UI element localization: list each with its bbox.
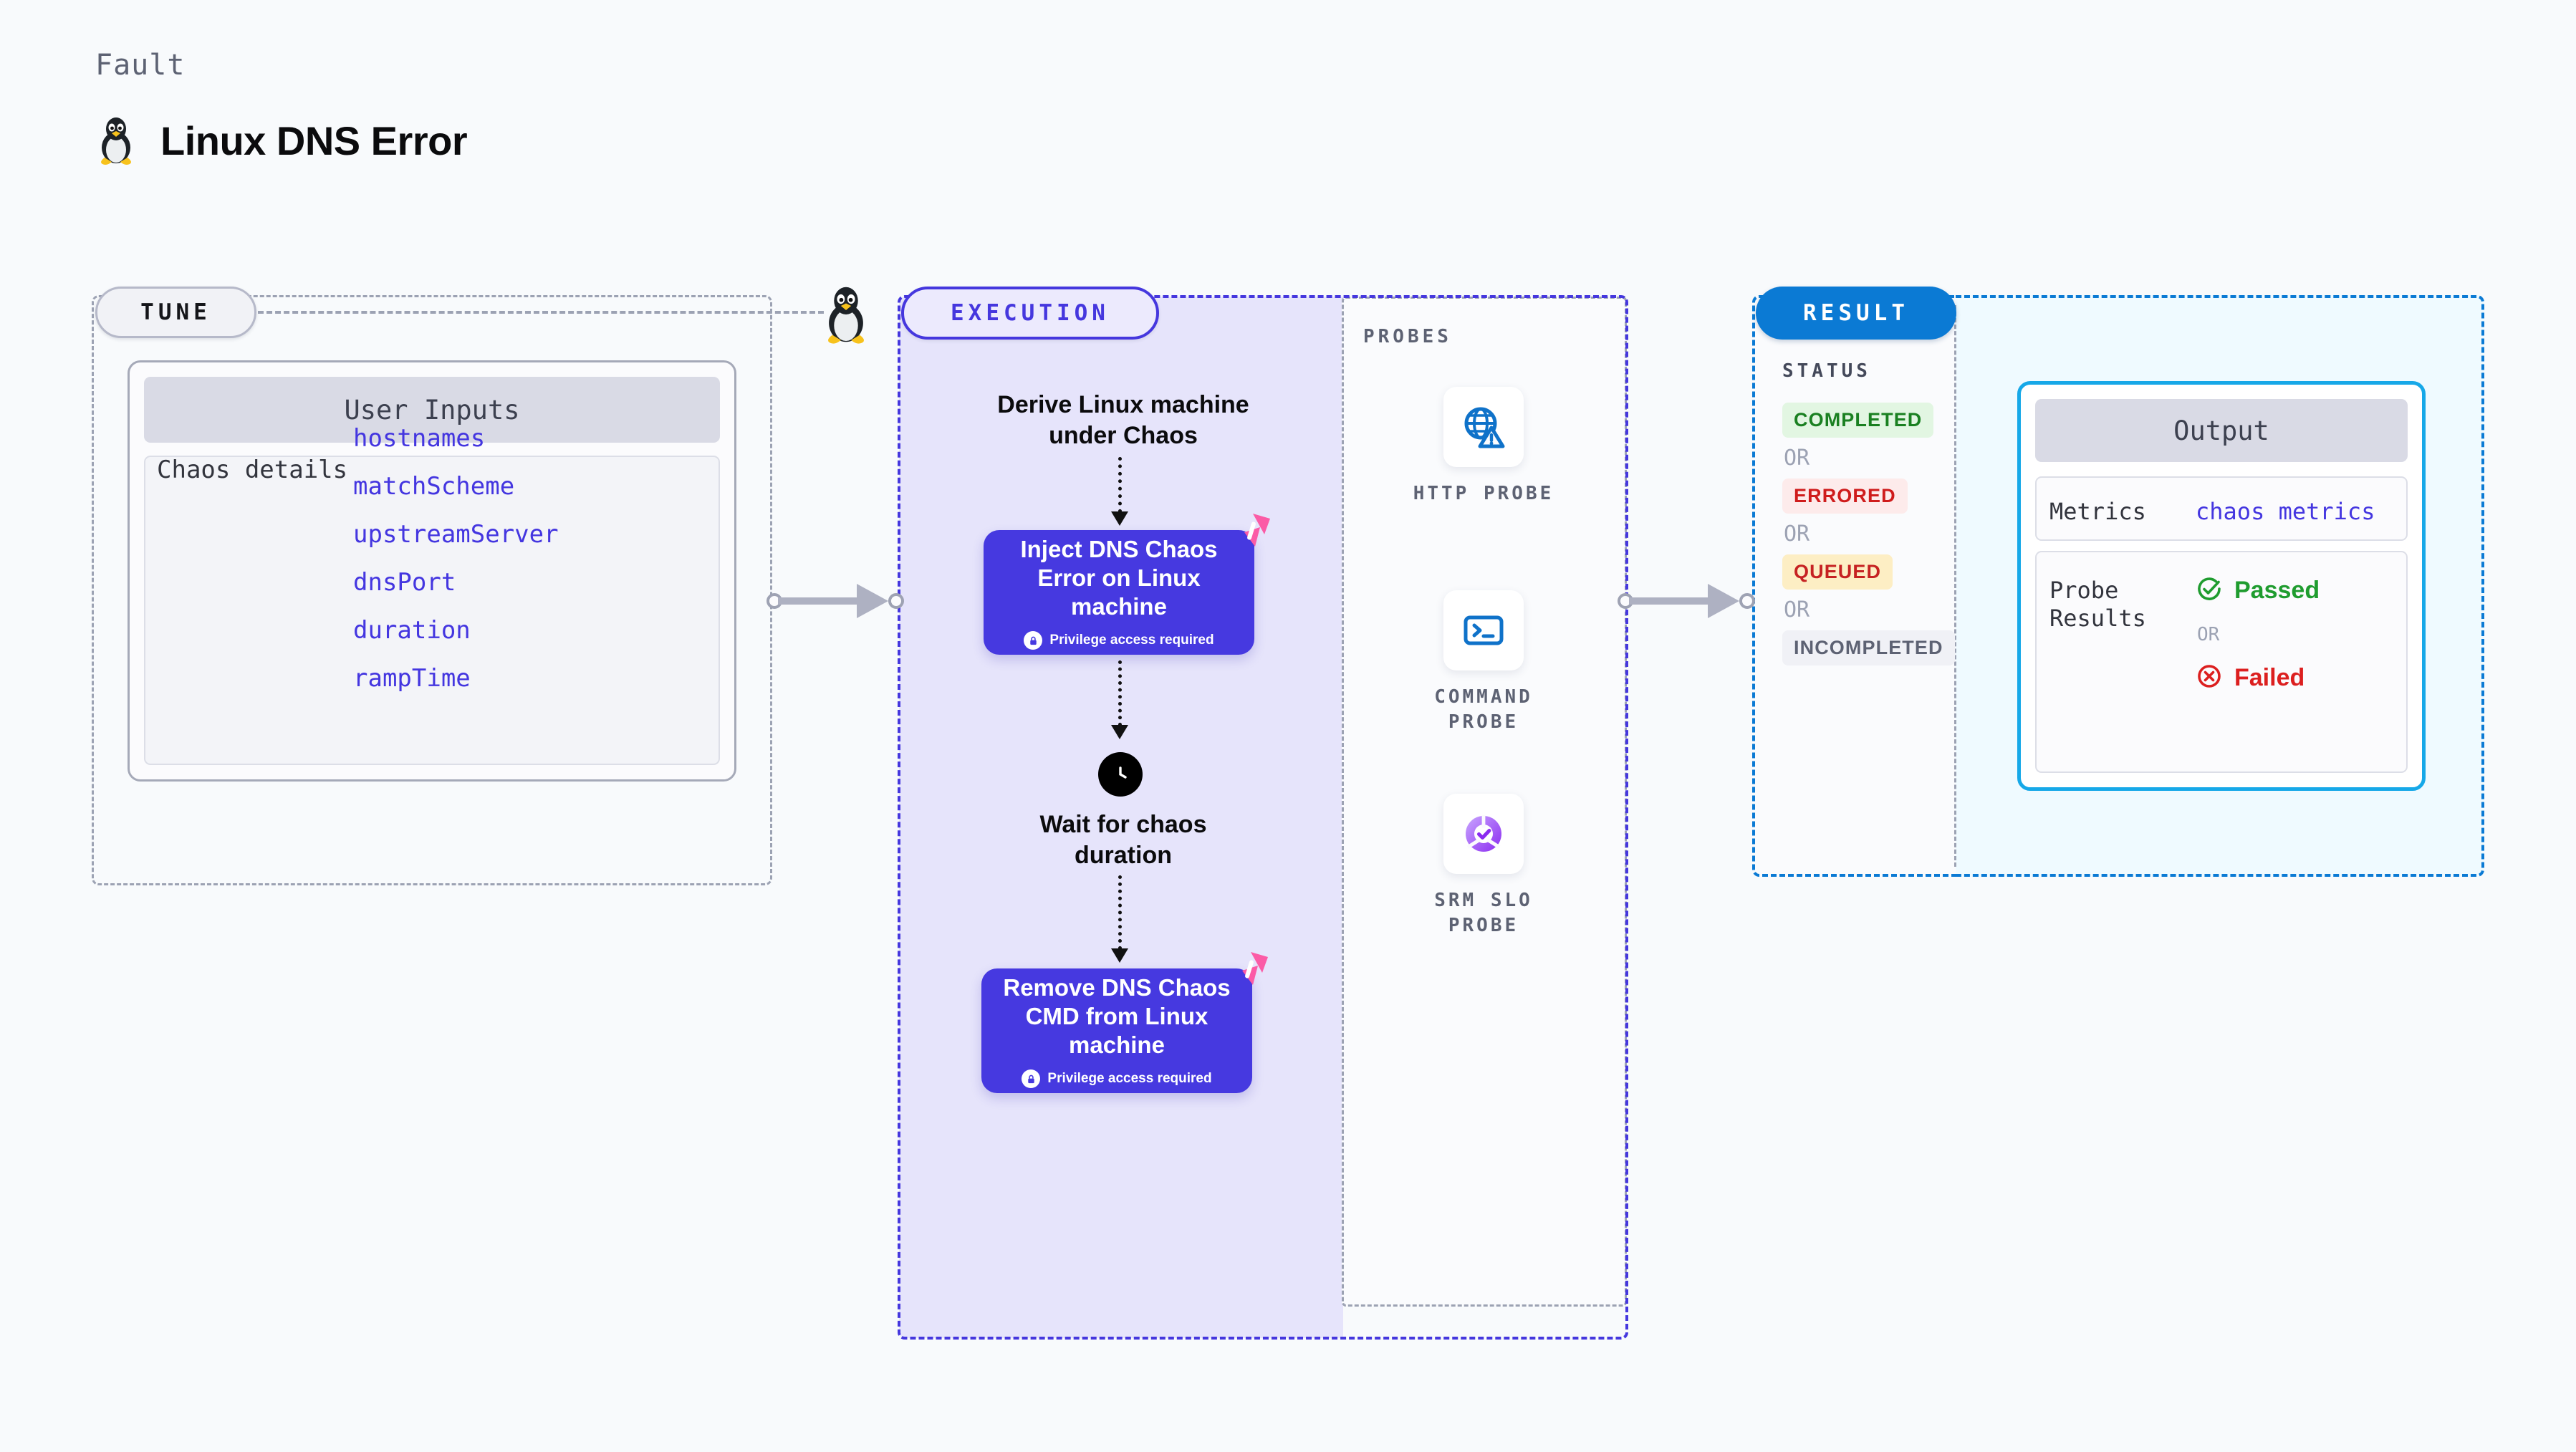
probe-passed-label: Passed [2234,577,2320,604]
probe-failed-label: Failed [2234,664,2305,691]
output-row-metrics [2035,476,2408,541]
input-hostnames[interactable]: hostnames [353,424,486,453]
tune-pill[interactable]: TUNE [95,287,256,338]
status-or-3: OR [1784,597,1810,622]
status-or-1: OR [1784,446,1810,471]
status-badge-errored: ERRORED [1782,479,1908,514]
chaos-details-key: Chaos details [157,456,348,484]
lock-icon [1024,631,1043,650]
input-ramptime[interactable]: rampTime [353,664,471,693]
check-circle-icon [2196,575,2223,606]
x-circle-icon [2196,663,2223,693]
flow-arrow-1 [1111,511,1128,526]
execution-pill[interactable]: EXECUTION [901,287,1159,340]
input-duration[interactable]: duration [353,616,471,645]
node-inject-note: Privilege access required [1049,633,1214,648]
page-title-row: Linux DNS Error [95,115,468,166]
input-dnsport[interactable]: dnsPort [353,568,456,597]
tune-boundary [92,295,772,885]
execution-boundary [898,295,1628,1340]
input-upstreamserver[interactable]: upstreamServer [353,520,559,549]
status-or-2: OR [1784,521,1810,547]
harness-logo-icon [1227,512,1272,554]
flow-line-3 [1118,875,1122,950]
linux-penguin-icon [95,115,138,166]
probe-http[interactable]: HTTP PROBE [1412,387,1555,506]
terminal-prompt-icon [1443,590,1524,670]
connector-tune-to-execution [766,580,907,620]
tune-section: TUNE User Inputs Chaos details hostnames [92,287,864,885]
probe-result-or: OR [2197,624,2220,645]
probe-http-caption: HTTP PROBE [1413,483,1554,504]
status-badge-incompleted: INCOMPLETED [1782,630,1955,665]
probe-command-caption: COMMAND PROBE [1434,686,1533,734]
result-divider [1954,305,1956,867]
result-pill[interactable]: RESULT [1756,287,1956,340]
output-row-probe-results [2035,551,2408,773]
clock-icon [1098,752,1143,797]
globe-warning-icon [1443,387,1524,467]
flow-line-2 [1118,660,1122,726]
probe-result-failed: Failed [2196,663,2305,693]
probe-srm-slo-caption: SRM SLO PROBE [1434,890,1533,937]
node-remove-note: Privilege access required [1047,1071,1212,1087]
node-remove-note-row: Privilege access required [1022,1069,1212,1089]
chaos-details-values: hostnames matchScheme upstreamServer dns… [353,424,559,693]
probe-srm-slo[interactable]: SRM SLO PROBE [1412,794,1555,938]
output-metrics-value[interactable]: chaos metrics [2196,498,2375,525]
probe-command[interactable]: COMMAND PROBE [1412,590,1555,735]
probe-result-passed: Passed [2196,575,2320,606]
harness-logo-icon [1225,951,1269,992]
result-section: RESULT STATUS COMPLETED OR ERRORED OR QU… [1752,287,2484,877]
connector-execution-to-result [1618,580,1758,620]
output-metrics-key: Metrics [2049,498,2146,525]
status-badge-completed: COMPLETED [1782,403,1934,438]
linux-penguin-icon [817,284,875,345]
node-inject-note-row: Privilege access required [1024,631,1214,650]
probes-section-label: PROBES [1363,326,1452,347]
tune-leader-line [258,311,824,314]
flow-line-1 [1118,457,1122,513]
slo-check-icon [1443,794,1524,874]
lock-icon [1022,1069,1041,1089]
flow-arrow-3 [1111,948,1128,963]
output-title: Output [2035,399,2408,462]
user-inputs-title: User Inputs [144,377,720,443]
user-inputs-card: User Inputs Chaos details hostnames matc… [128,360,736,782]
page-eyebrow: Fault [95,49,186,82]
status-list: COMPLETED OR ERRORED OR QUEUED OR INCOMP… [1782,403,1955,665]
status-section-label: STATUS [1782,360,1871,382]
status-badge-queued: QUEUED [1782,554,1893,590]
user-inputs-body [144,456,720,765]
flow-arrow-2 [1111,725,1128,739]
page-title: Linux DNS Error [160,117,468,163]
input-matchscheme[interactable]: matchScheme [353,472,515,501]
